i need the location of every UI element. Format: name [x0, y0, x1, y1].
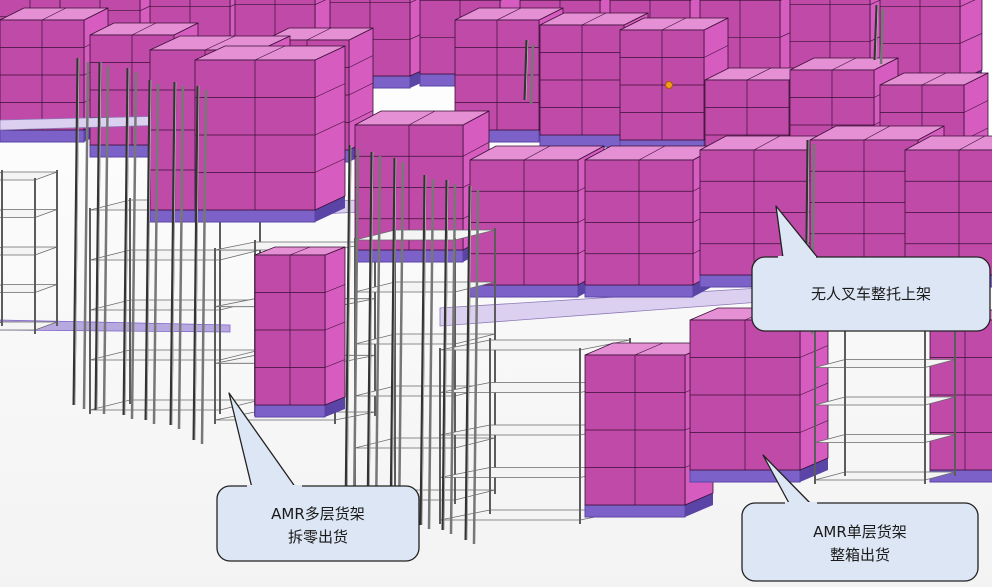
callout-box [751, 256, 991, 332]
upright-left-4 [144, 79, 160, 425]
callout-amr-multi-level: AMR多层货架 拆零出货 [216, 392, 420, 562]
shelf-right [814, 320, 956, 484]
upright-left-5 [169, 81, 185, 430]
upright-center-3 [389, 157, 405, 525]
upright-far-right [873, 4, 885, 65]
front-stack-1 [469, 145, 605, 298]
upright-center-5 [441, 179, 457, 535]
callout-pointer [762, 454, 813, 506]
upright-center-1 [344, 144, 360, 515]
sensor-marker [665, 81, 673, 89]
callout-forklift-putaway: 无人叉车整托上架 [751, 205, 991, 332]
stack-behind-left-shelf [254, 246, 346, 418]
upright-left-6 [192, 85, 208, 445]
callout-single-line2: 整箱出货 [830, 546, 890, 564]
upright-left-1 [72, 57, 90, 410]
callout-box [216, 485, 420, 562]
callout-amr-single-level: AMR单层货架 整箱出货 [741, 454, 979, 582]
callout-pointer [228, 392, 297, 489]
left-front-stack-b [194, 45, 346, 223]
upright-left-3 [122, 67, 138, 420]
upright-center-6 [464, 185, 480, 545]
upright-center-2 [366, 151, 382, 520]
front-stack-2 [584, 145, 720, 298]
amr-shelves-right [814, 320, 956, 484]
callout-single-line1: AMR单层货架 [813, 523, 907, 541]
callout-multi-line1: AMR多层货架 [271, 505, 365, 523]
upright-top-center [523, 39, 535, 105]
callout-forklift-line1: 无人叉车整托上架 [811, 285, 931, 303]
callout-box [741, 502, 979, 582]
single-stack-right [929, 309, 992, 483]
upright-center-4 [419, 174, 435, 530]
callout-pointer [775, 205, 819, 259]
front-pallet-rack [149, 35, 992, 298]
callout-multi-line2: 拆零出货 [288, 528, 348, 546]
upright-left-2 [94, 61, 110, 415]
shelf-left-edge [0, 170, 58, 334]
single-stack-b [689, 307, 829, 483]
